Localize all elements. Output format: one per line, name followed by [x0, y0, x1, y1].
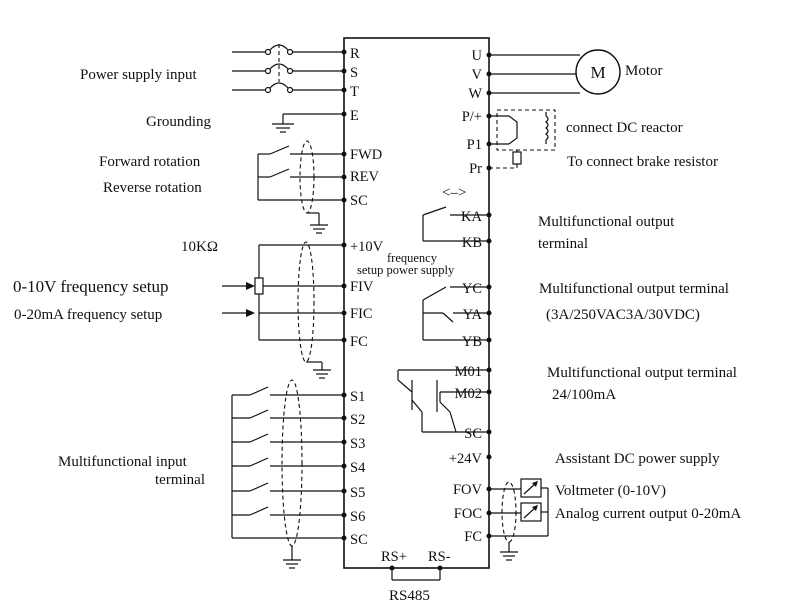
terminal-s3: S3	[350, 436, 365, 452]
label-multi-output-ka-1: Multifunctional output	[538, 214, 675, 230]
analog-input-wiring	[222, 241, 347, 379]
terminal-fc-right: FC	[464, 529, 482, 545]
terminal-yc: YC	[462, 281, 482, 297]
terminal-fov: FOV	[453, 482, 483, 498]
terminal-s1: S1	[350, 389, 365, 405]
label-dc-reactor: connect DC reactor	[566, 120, 683, 136]
relay-ka-kb	[422, 206, 492, 244]
label-freq-setup-current: 0-20mA frequency setup	[14, 307, 162, 323]
analog-output-wiring	[486, 454, 549, 561]
label-m02-rating: 24/100mA	[552, 387, 616, 403]
multi-input-wiring	[231, 379, 347, 569]
terminal-rev: REV	[350, 169, 380, 185]
left-terminal-labels: R S T E FWD REV SC +10V FIV FIC FC S1 S2…	[350, 46, 384, 548]
label-freq-setup-voltage: 0-10V frequency setup	[13, 277, 168, 296]
relay-yc-ya-yb	[422, 284, 492, 343]
terminal-24v: +24V	[449, 451, 483, 467]
label-assistant-dc: Assistant DC power supply	[555, 451, 720, 467]
terminal-ka: KA	[461, 209, 482, 225]
terminal-10v: +10V	[350, 239, 384, 255]
terminal-p1: P1	[467, 137, 482, 153]
label-multi-output-ka-2: terminal	[538, 236, 588, 252]
label-multi-input-2: terminal	[155, 472, 205, 488]
terminal-u: U	[472, 48, 483, 64]
label-relay-rating: (3A/250VAC3A/30VDC)	[546, 307, 700, 323]
label-freq-supply-1: frequency	[387, 251, 438, 265]
terminal-sc-right: SC	[464, 426, 482, 442]
label-analog-current: Analog current output 0-20mA	[555, 506, 741, 522]
terminal-fiv: FIV	[350, 279, 374, 295]
terminal-pr: Pr	[469, 161, 482, 177]
label-power-supply-input: Power supply input	[80, 67, 198, 83]
terminal-kb: KB	[462, 235, 482, 251]
label-reverse-rotation: Reverse rotation	[103, 180, 202, 196]
terminal-s6: S6	[350, 509, 365, 525]
label-freq-supply-2: setup power supply	[357, 263, 455, 277]
label-motor: Motor	[625, 63, 663, 79]
terminal-p-plus: P/+	[462, 109, 482, 125]
label-forward-rotation: Forward rotation	[99, 154, 201, 170]
terminal-v: V	[472, 67, 483, 83]
label-rs485: RS485	[389, 588, 430, 604]
terminal-foc: FOC	[454, 506, 482, 522]
label-multi-output-yc: Multifunctional output terminal	[539, 281, 729, 297]
terminal-sc-1: SC	[350, 193, 368, 209]
rs485-wiring	[389, 565, 443, 581]
terminal-fc-1: FC	[350, 334, 368, 350]
terminal-e: E	[350, 108, 359, 124]
terminal-ya: YA	[463, 307, 483, 323]
fwd-rev-wiring	[257, 140, 347, 234]
label-relay-arrow: <–>	[442, 185, 466, 201]
dc-reactor-wiring	[486, 109, 556, 171]
ground-e	[272, 111, 347, 133]
terminal-rs-minus: RS-	[428, 549, 451, 565]
terminal-w: W	[468, 86, 482, 102]
motor-wiring: M	[486, 49, 621, 96]
label-multi-output-m01: Multifunctional output terminal	[547, 365, 737, 381]
label-grounding: Grounding	[146, 114, 211, 130]
terminal-sc-2: SC	[350, 532, 368, 548]
terminal-fwd: FWD	[350, 147, 382, 163]
terminal-t: T	[350, 84, 359, 100]
terminal-m01: M01	[455, 364, 482, 380]
terminal-yb: YB	[462, 334, 482, 350]
inverter-box	[343, 37, 490, 569]
motor-icon	[575, 49, 621, 95]
terminal-s4: S4	[350, 460, 366, 476]
right-terminal-labels: U V W P/+ P1 Pr KA KB YC YA YB M01 M02 S…	[449, 48, 483, 545]
terminal-fic: FIC	[350, 306, 373, 322]
terminal-s2: S2	[350, 412, 365, 428]
terminal-s5: S5	[350, 485, 365, 501]
open-collector-outputs	[397, 367, 492, 435]
label-pot-value: 10KΩ	[181, 239, 218, 255]
terminal-r: R	[350, 46, 360, 62]
label-voltmeter: Voltmeter (0-10V)	[555, 483, 666, 499]
terminal-s: S	[350, 65, 358, 81]
label-brake-resistor: To connect brake resistor	[567, 154, 718, 170]
motor-symbol: M	[590, 63, 605, 82]
power-input-wiring	[232, 44, 347, 94]
terminal-m02: M02	[455, 386, 482, 402]
terminal-rs-plus: RS+	[381, 549, 407, 565]
label-multi-input-1: Multifunctional input	[58, 454, 188, 470]
